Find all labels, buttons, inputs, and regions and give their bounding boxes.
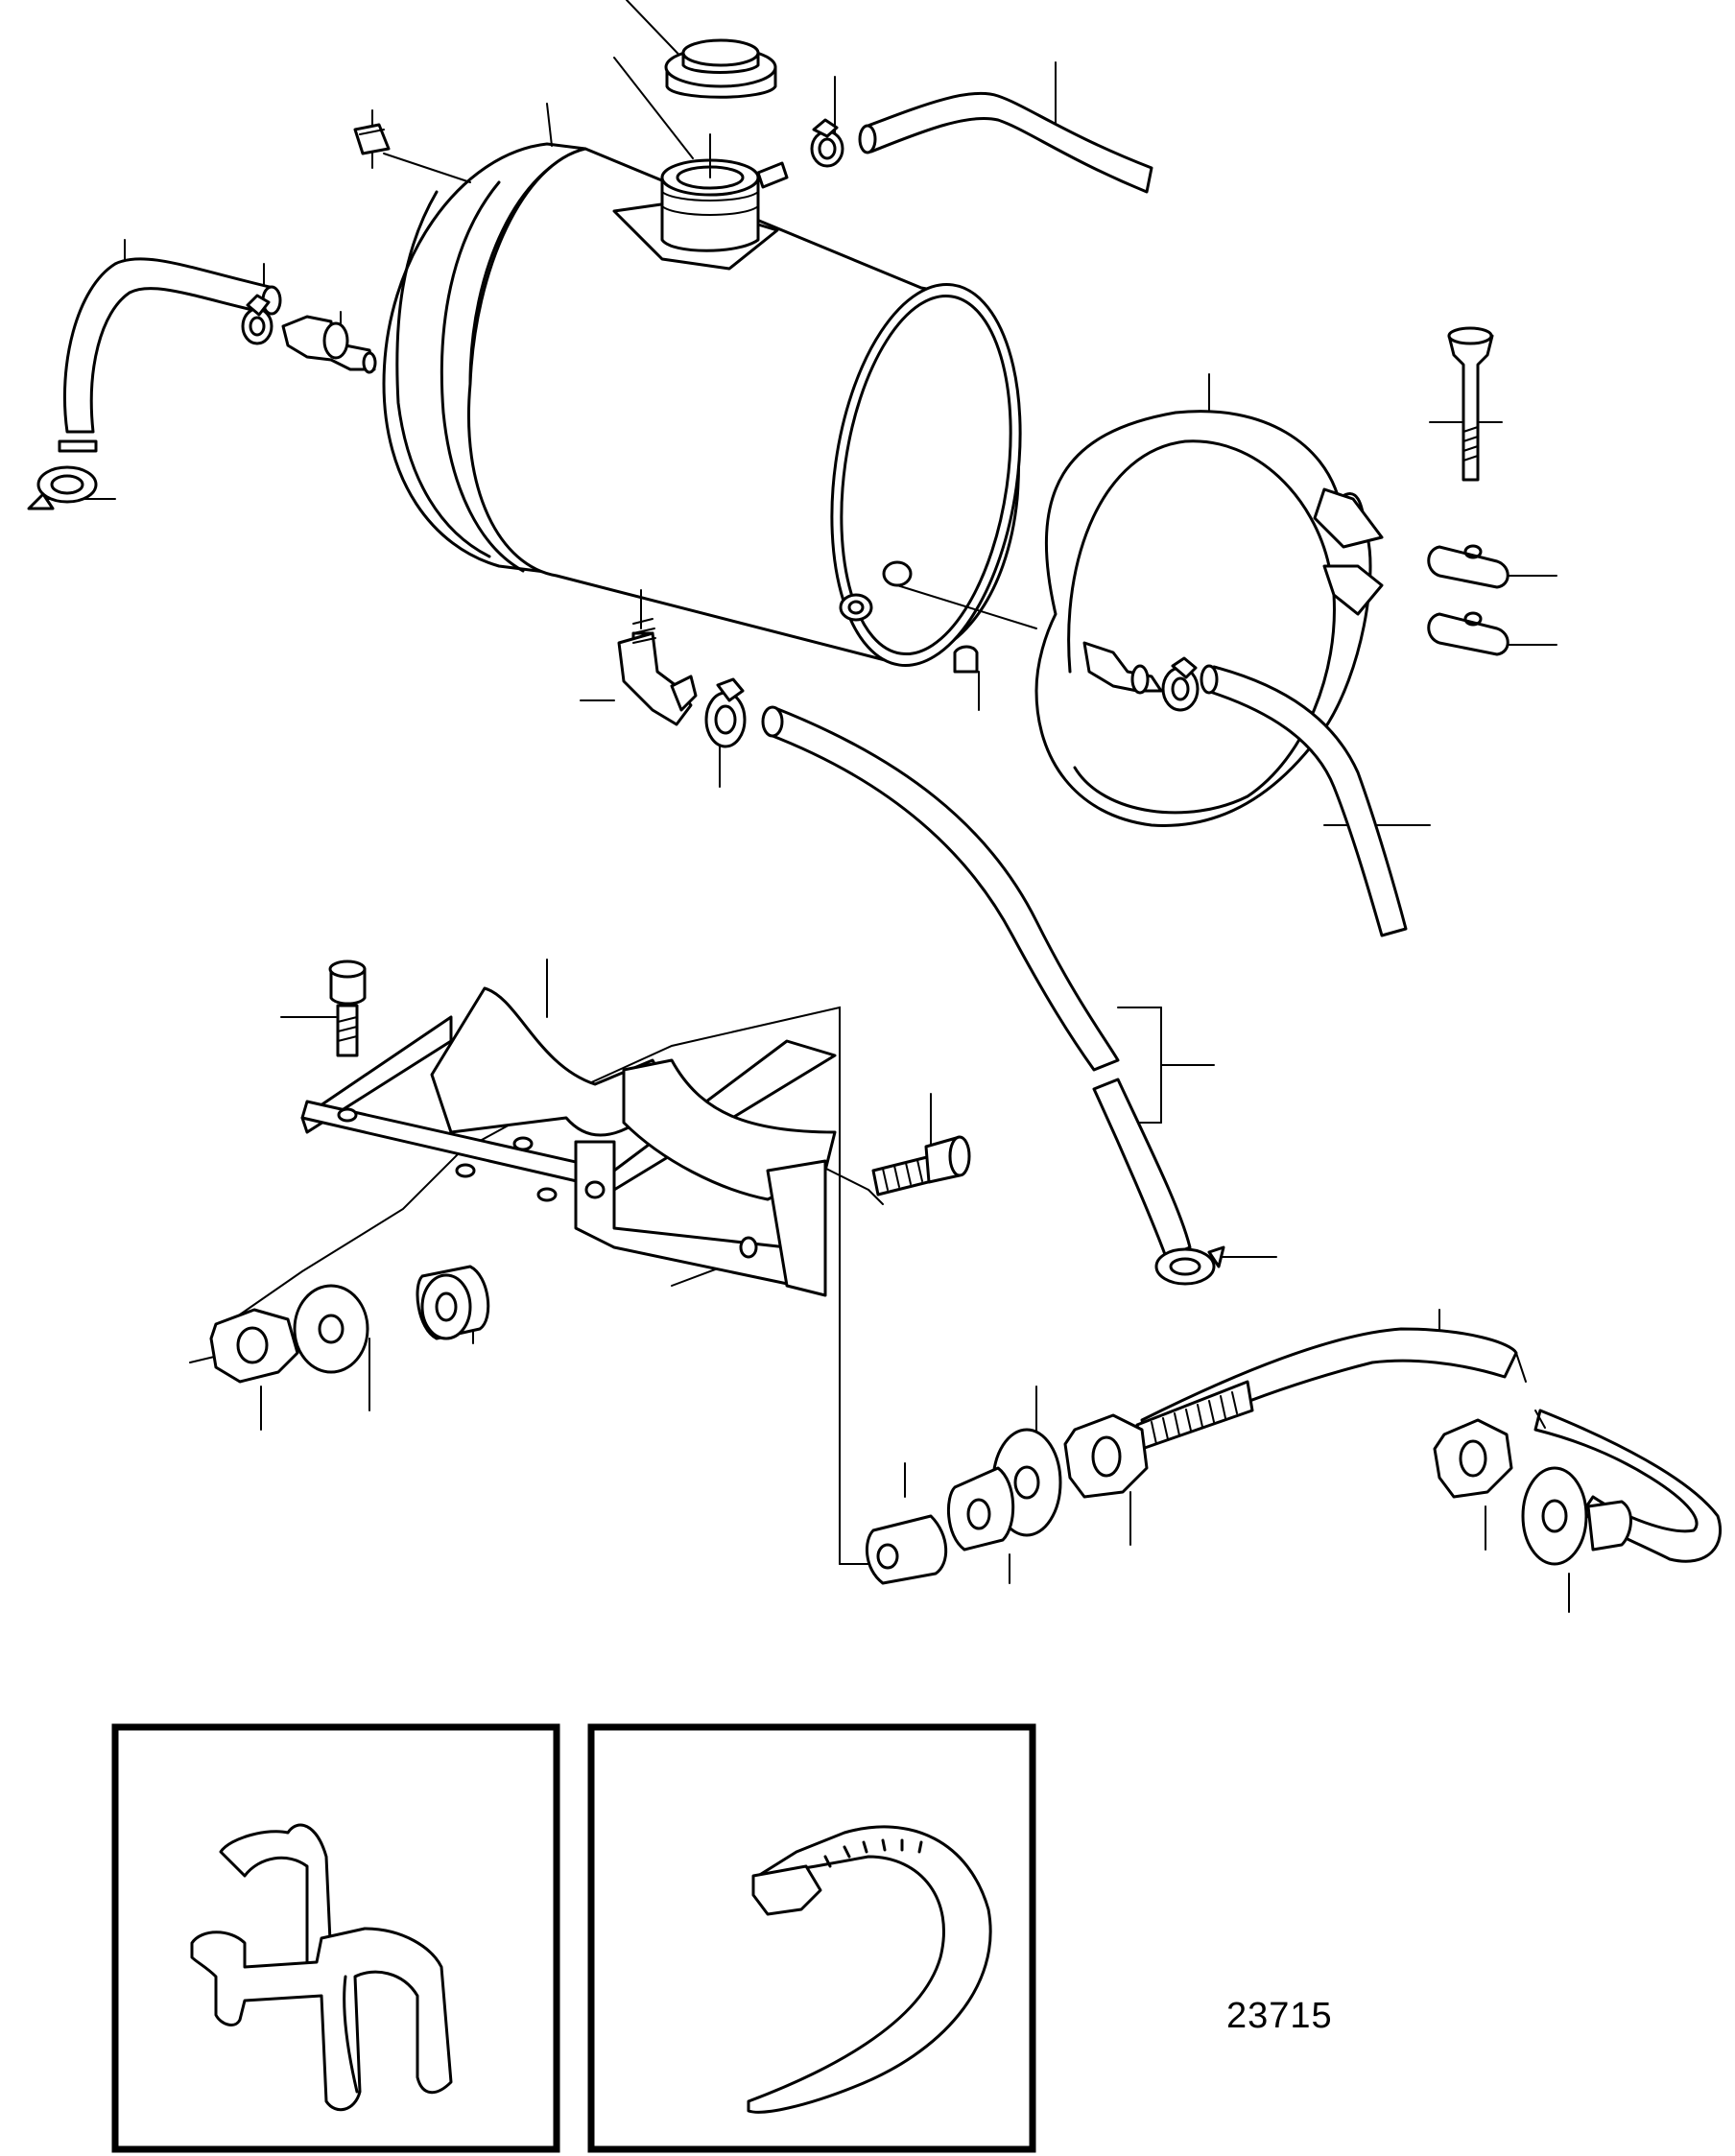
nipple-icon [1082,641,1163,695]
hose-icon [858,91,1153,194]
hose-icon [58,257,282,453]
bracket-icon [300,986,837,1297]
tie-rod-icon [1135,1327,1723,1563]
hose-clamp-icon [1154,1245,1225,1286]
bolt-icon [1447,326,1494,482]
inset-cable-tie [587,1723,1036,2153]
expansion-tank-icon [382,142,1022,667]
nipple-icon [281,315,377,374]
plug-icon [953,645,979,674]
hose-icon [761,705,1192,1259]
hose-clamp-icon [27,294,273,510]
washer-icon [293,1284,369,1374]
bolt-icon [328,960,971,1196]
plug-icon [353,123,391,155]
figure-number: 23715 [1226,1996,1333,2036]
elbow-icon [617,618,698,726]
spacer-icon [865,1466,1632,1585]
hose-icon [1200,664,1408,937]
cable-tie-icon [747,1825,992,2114]
hose-clamp-icon [704,677,747,748]
filler-cap-icon [664,38,777,99]
hose-clip-icon [190,1823,453,2112]
inset-hose-clip [111,1723,560,2153]
nut-icon [1063,1413,1513,1499]
spacer-icon [1427,544,1509,656]
hose-clamp-icon [810,118,844,168]
nut-icon [209,1308,299,1384]
hose-clamp-icon [1161,656,1200,712]
spacer-icon [416,1265,490,1340]
